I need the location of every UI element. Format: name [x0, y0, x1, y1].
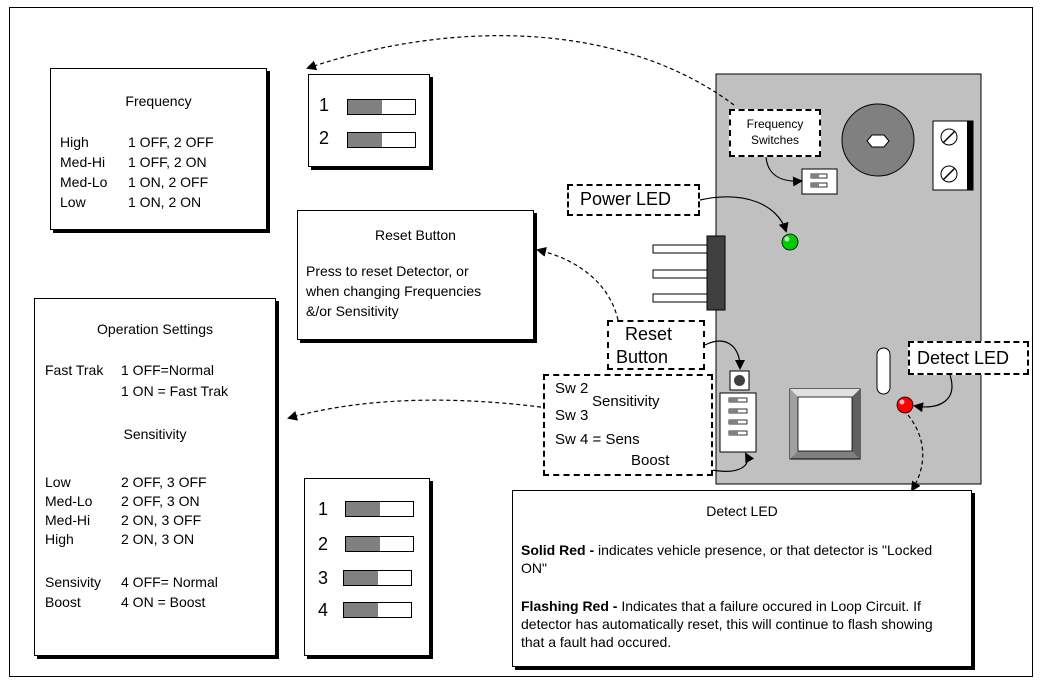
callout-text: Sensitivity [592, 393, 660, 410]
fast-trak-on: 1 ON = Fast Trak [121, 383, 228, 399]
arrow-sens-switch [711, 452, 755, 472]
boost-label: Boost [45, 594, 81, 610]
flashing-red-label: Flashing Red - [521, 598, 618, 614]
callout-text: Sw 3 [555, 407, 589, 424]
detect-flash-description: Flashing Red - Indicates that a failure … [521, 597, 957, 651]
frequency-title: Frequency [125, 93, 192, 109]
boost-off: 4 OFF= Normal [121, 574, 218, 590]
switch-slot-4 [343, 602, 412, 618]
arrow-to-frequency-switches [306, 35, 735, 106]
reset-button-callout: Reset Button [607, 320, 705, 370]
reset-button-panel: Reset Button Press to reset Detector, or… [297, 210, 534, 340]
detect-panel-title: Detect LED [706, 503, 778, 519]
frequency-setting: 1 OFF, 2 ON [128, 154, 207, 170]
detect-led [896, 396, 914, 414]
switch-number: 3 [318, 568, 329, 588]
frequency-setting: 1 OFF, 2 OFF [128, 134, 214, 150]
frequency-setting: 1 ON, 2 OFF [128, 174, 209, 190]
callout-text: Frequency [746, 117, 804, 131]
frequency-level: High [60, 134, 89, 150]
switch-number: 1 [319, 95, 330, 115]
power-led-callout: Power LED [567, 184, 700, 216]
arrow-reset-button [704, 340, 745, 370]
fast-trak-label: Fast Trak [45, 362, 104, 378]
board-sensitivity-slots [728, 397, 748, 436]
solid-red-label: Solid Red - [521, 542, 595, 558]
switch-slot-1 [347, 99, 416, 115]
frequency-switches-callout: Frequency Switches [729, 109, 821, 157]
operation-settings-panel: Operation Settings Fast Trak 1 OFF=Norma… [34, 298, 276, 656]
arrow-to-detect-panel [907, 414, 924, 492]
sensitivity-title: Sensitivity [123, 426, 187, 442]
callout-text: Boost [631, 452, 670, 469]
arrow-detect-led [913, 374, 953, 413]
switch-number: 1 [318, 499, 329, 519]
sensitivity-level: Low [45, 474, 71, 490]
frequency-setting: 1 ON, 2 ON [128, 194, 202, 210]
arrow-to-reset-panel [536, 246, 619, 321]
arrow-to-operation-panel [287, 399, 549, 421]
callout-text: Power LED [580, 189, 672, 209]
sensitivity-setting: 2 OFF, 3 ON [121, 493, 200, 509]
switch-slot-2 [347, 132, 416, 148]
power-led [781, 233, 799, 251]
board-frequency-switch [801, 168, 838, 195]
sensitivity-level: Med-Lo [45, 493, 93, 509]
callout-text: Reset [625, 324, 673, 344]
flashing-red-text: Indicates that a failure occured in Loop… [521, 598, 933, 650]
diagram-frame [9, 7, 1033, 677]
callout-text: Switches [750, 133, 800, 147]
reset-panel-body: Press to reset Detector, or when changin… [306, 263, 482, 319]
sensitivity-setting: 2 OFF, 3 OFF [121, 474, 207, 490]
sensitivity-setting: 2 ON, 3 ON [121, 531, 195, 547]
relay-chip [789, 388, 861, 460]
switch-number: 2 [318, 534, 329, 554]
switch-number: 2 [319, 128, 330, 148]
detect-solid-description: Solid Red - indicates vehicle presence, … [521, 541, 957, 577]
sensitivity-switch-block: 1 2 3 4 [304, 478, 430, 656]
frequency-switch-block: 1 2 [308, 74, 430, 167]
reset-panel-title: Reset Button [375, 227, 456, 243]
boost-on: 4 ON = Boost [121, 594, 206, 610]
connector-housing [706, 235, 726, 311]
detect-led-callout: Detect LED [908, 341, 1029, 375]
boost-label: Sensivity [45, 574, 102, 590]
switch-slot-2 [345, 536, 414, 552]
sensitivity-level: High [45, 531, 74, 547]
callout-text: Sw 2 [555, 380, 589, 397]
switch-number: 4 [318, 600, 329, 620]
frequency-level: Med-Lo [60, 174, 108, 190]
fast-trak-off: 1 OFF=Normal [121, 362, 214, 378]
potentiometer-hex [866, 134, 890, 148]
detect-led-panel: Detect LED Solid Red - indicates vehicle… [512, 490, 972, 667]
solid-red-text: indicates vehicle presence, or that dete… [521, 542, 933, 576]
arrow-freq-label-to-switch [765, 156, 803, 187]
sensitivity-level: Med-Hi [45, 512, 91, 528]
operation-title: Operation Settings [97, 321, 213, 337]
arrow-power-led [699, 196, 789, 233]
sensitivity-setting: 2 ON, 3 OFF [121, 512, 202, 528]
frequency-level: Low [60, 194, 86, 210]
callout-text: Sw 4 = Sens [555, 431, 640, 448]
sensitivity-switches-callout: Sw 2 Sensitivity Sw 3 Sw 4 = Sens Boost [543, 374, 713, 476]
callout-text: Button [616, 347, 669, 367]
board-slot [876, 347, 891, 395]
frequency-panel: Frequency High 1 OFF, 2 OFF Med-Hi 1 OFF… [50, 68, 267, 230]
frequency-level: Med-Hi [60, 154, 106, 170]
switch-slot-3 [343, 570, 412, 586]
switch-slot-1 [345, 501, 414, 517]
callout-text: Detect LED [917, 348, 1010, 368]
